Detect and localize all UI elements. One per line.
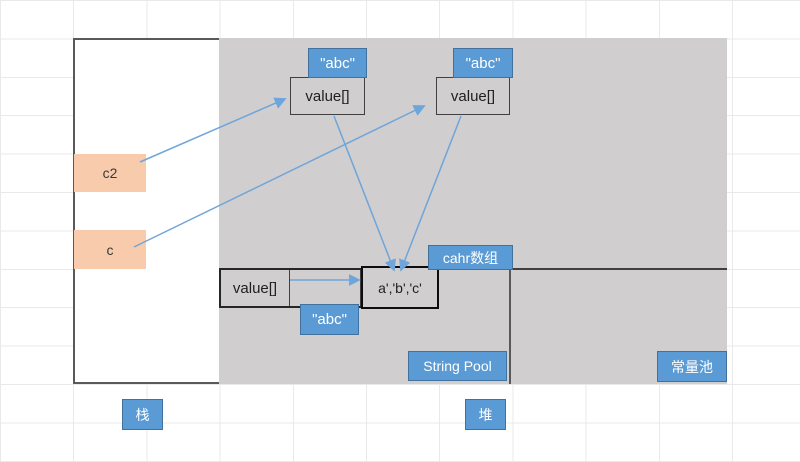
string-pool-label-box: String Pool: [408, 351, 507, 381]
stack-var-c2: c2: [74, 154, 146, 192]
char-array-tag: cahr数组: [428, 245, 513, 270]
char-array-box: a','b','c': [361, 266, 439, 309]
string-object-1-tag: "abc": [308, 48, 367, 78]
stack-label: 栈: [135, 406, 150, 423]
string-object-2-value-field: value[]: [436, 77, 510, 115]
stack-var-c2-label: c2: [102, 165, 118, 181]
string-object-1-value-field: value[]: [290, 77, 365, 115]
string-object-2-tag: "abc": [453, 48, 513, 78]
stack-label-box: 栈: [122, 399, 163, 430]
constant-pool-label: 常量池: [671, 358, 713, 375]
string-object-2-value-label: value[]: [450, 87, 496, 105]
stringpool-constantpool-divider: [509, 269, 511, 384]
char-array-tag-label: cahr数组: [442, 249, 499, 266]
pooled-string-value-label: value[]: [232, 279, 278, 297]
pooled-string-empty-cell: [290, 270, 361, 306]
pooled-string-tag-label: "abc": [312, 311, 347, 328]
stack-var-c-label: c: [106, 241, 114, 258]
heap-label-box: 堆: [465, 399, 506, 430]
heap-label: 堆: [478, 406, 493, 423]
stack-var-c: c: [74, 230, 146, 269]
constant-pool-label-box: 常量池: [657, 351, 727, 382]
string-object-2-tag-label: "abc": [465, 54, 501, 72]
char-array-content: a','b','c': [378, 279, 422, 296]
string-object-1-value-label: value[]: [305, 87, 350, 105]
string-object-1-tag-label: "abc": [320, 54, 355, 72]
pooled-string-tag: "abc": [300, 304, 359, 335]
string-pool-label: String Pool: [423, 358, 492, 374]
pooled-string-value-field: value[]: [221, 270, 290, 306]
